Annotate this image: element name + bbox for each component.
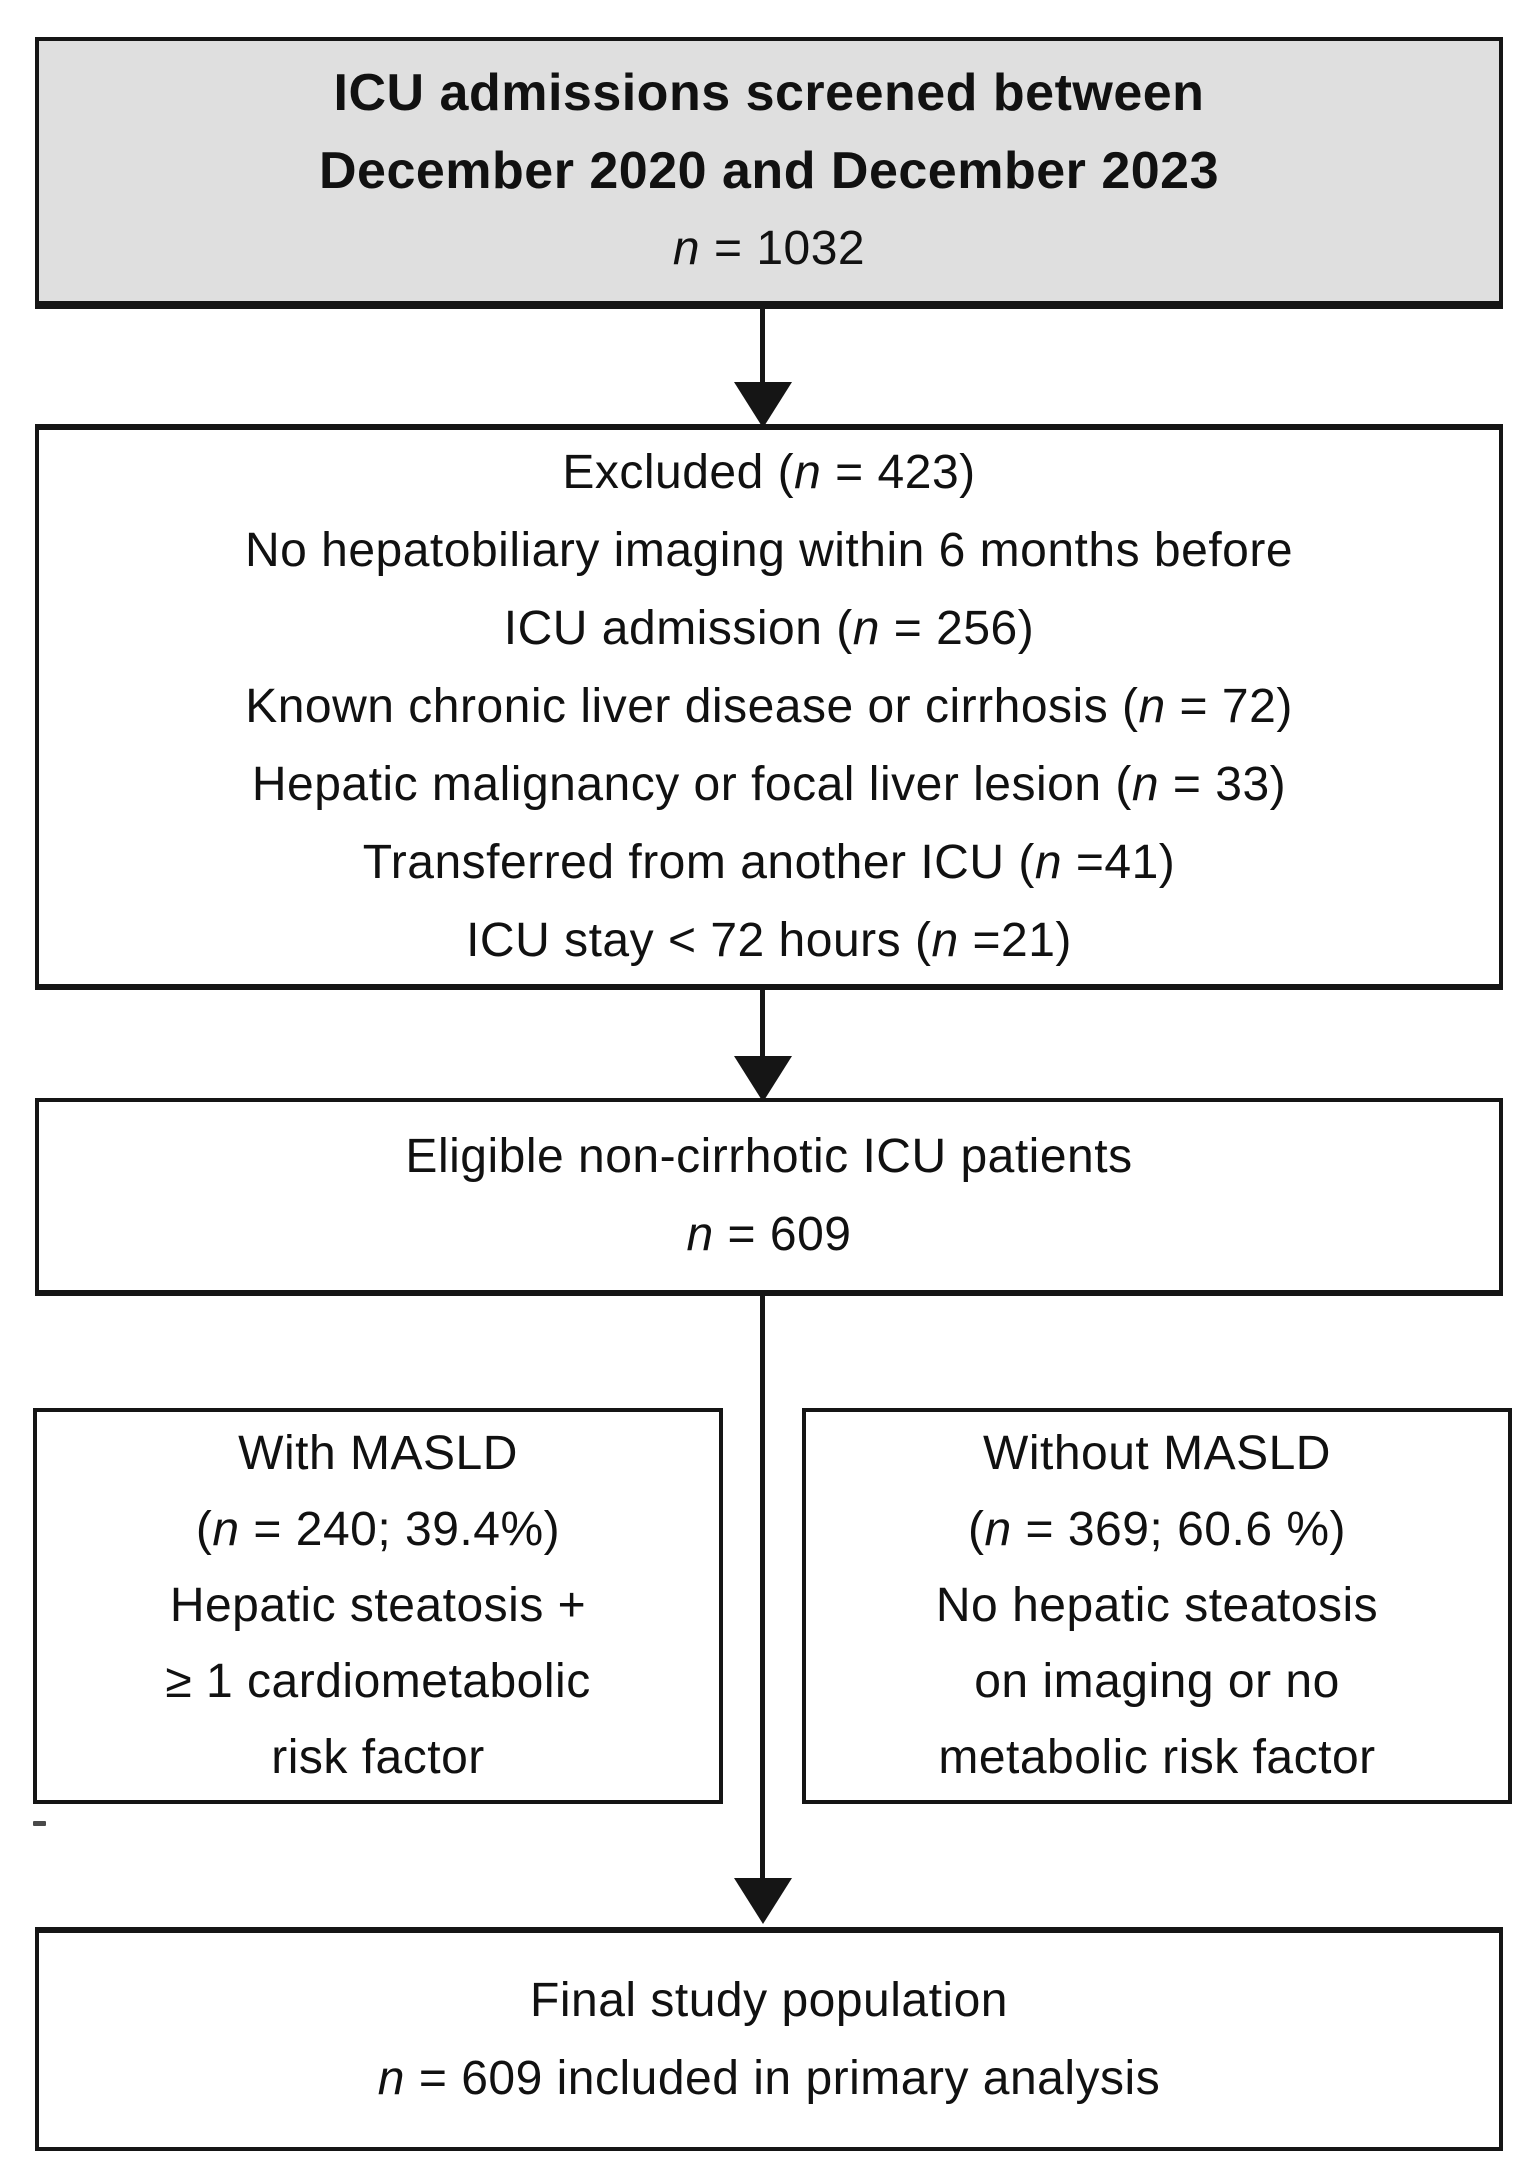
text-line: ICU stay < 72 hours (n =21) — [466, 914, 1072, 967]
excluded-box: Excluded (n = 423) No hepatobiliary imagi… — [35, 424, 1503, 990]
text-line: n = 1032 — [672, 222, 866, 275]
text-line: risk factor — [271, 1731, 485, 1784]
arrow-down-icon — [734, 1878, 792, 1924]
connector-shaft-screened-to-excluded — [760, 308, 765, 386]
text-line: Known chronic liver disease or cirrhosis… — [245, 680, 1293, 733]
scan-artifact-dash — [33, 1821, 46, 1826]
with-masld-box: With MASLD (n = 240; 39.4%) Hepatic steato… — [33, 1408, 723, 1804]
text-line: No hepatic steatosis — [935, 1579, 1379, 1632]
without-masld-box: Without MASLD (n = 369; 60.6 %) No hepatic… — [802, 1408, 1512, 1804]
text-line: December 2020 and December 2023 — [318, 142, 1220, 200]
text-line: on imaging or no — [974, 1655, 1340, 1708]
text-line: n = 609 — [686, 1208, 852, 1261]
text-line: Hepatic steatosis + — [169, 1579, 587, 1632]
text-line: Eligible non-cirrhotic ICU patients — [405, 1130, 1133, 1183]
text-line: (n = 240; 39.4%) — [195, 1503, 561, 1556]
final-box: Final study population n = 609 included i… — [35, 1927, 1503, 2151]
text-line: metabolic risk factor — [938, 1731, 1376, 1784]
text-line: ICU admission (n = 256) — [503, 602, 1035, 655]
text-line: ICU admissions screened between — [333, 64, 1205, 122]
connector-shaft-excluded-to-eligible — [760, 988, 765, 1060]
eligible-box: Eligible non-cirrhotic ICU patients n = 6… — [35, 1098, 1503, 1296]
text-line: ≥ 1 cardiometabolic — [165, 1655, 591, 1708]
text-line: No hepatobiliary imaging within 6 months… — [244, 524, 1294, 577]
text-line: With MASLD — [238, 1427, 518, 1480]
text-line: Transferred from another ICU (n =41) — [362, 836, 1176, 889]
arrow-down-icon — [734, 382, 792, 428]
text-line: Excluded (n = 423) — [562, 446, 976, 499]
text-line: Final study population — [530, 1974, 1008, 2027]
connector-shaft-eligible-to-final — [760, 1296, 765, 1882]
text-line: n = 609 included in primary analysis — [377, 2052, 1161, 2105]
text-line: Hepatic malignancy or focal liver lesion… — [251, 758, 1287, 811]
text-line: (n = 369; 60.6 %) — [967, 1503, 1347, 1556]
arrow-down-icon — [734, 1056, 792, 1102]
text-line: Without MASLD — [983, 1427, 1331, 1480]
